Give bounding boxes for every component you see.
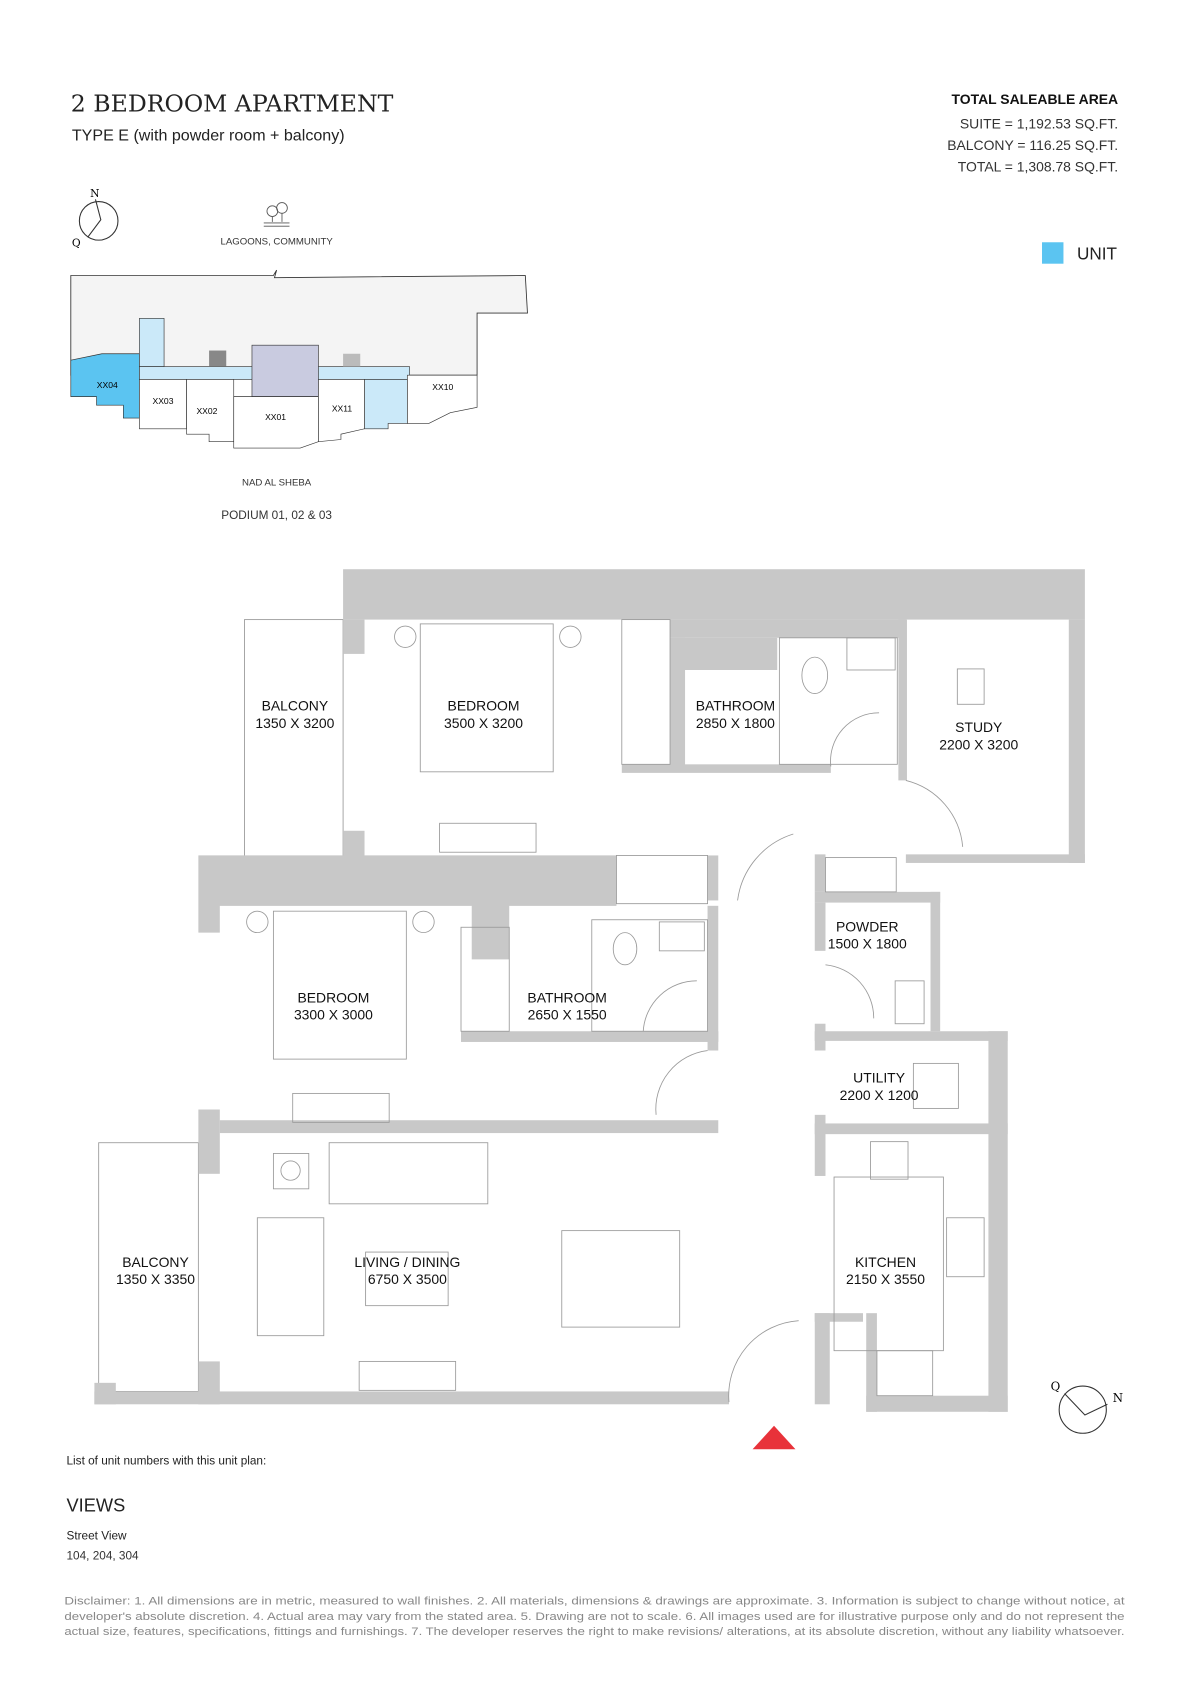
- room-balcony-1-dim: 1350 X 3200: [255, 715, 334, 731]
- room-bedroom-1-dim: 3500 X 3200: [444, 715, 523, 731]
- room-bedroom-2-name: BEDROOM: [297, 989, 369, 1005]
- lagoon-tree-icon: [263, 202, 290, 227]
- unit-xx04: XX04: [97, 380, 118, 390]
- key-plan-top-label: LAGOONS, COMMUNITY: [220, 236, 333, 247]
- page-title: 2 BEDROOM APARTMENT: [71, 89, 394, 117]
- room-bedroom-1-name: BEDROOM: [448, 698, 520, 714]
- unit-xx11: XX11: [332, 404, 353, 414]
- plan-compass-icon: Q N: [1051, 1379, 1123, 1434]
- unit-xx10: XX10: [432, 382, 453, 392]
- room-living-dim: 6750 X 3500: [368, 1271, 447, 1287]
- area-balcony: BALCONY = 116.25 SQ.FT.: [947, 137, 1118, 153]
- svg-text:Q: Q: [1051, 1379, 1061, 1393]
- room-study-name: STUDY: [955, 719, 1002, 735]
- disclaimer-line-1: Disclaimer: 1. All dimensions are in met…: [64, 1596, 1124, 1608]
- floor-plan: BALCONY 1350 X 3200 BEDROOM 3500 X 3200 …: [94, 569, 1085, 1412]
- key-plan-bottom-label: NAD AL SHEBA: [242, 478, 312, 489]
- disclaimer-line-3: actual size, features, specifications, f…: [64, 1626, 1124, 1638]
- room-bedroom-2-dim: 3300 X 3000: [294, 1006, 373, 1022]
- room-balcony-2-name: BALCONY: [122, 1254, 189, 1270]
- area-suite: SUITE = 1,192.53 SQ.FT.: [960, 116, 1118, 132]
- unit-list-intro: List of unit numbers with this unit plan…: [67, 1454, 267, 1467]
- room-bathroom-1-name: BATHROOM: [696, 698, 775, 714]
- view-name: Street View: [67, 1529, 128, 1542]
- room-powder-dim: 1500 X 1800: [828, 936, 907, 952]
- key-plan-caption: PODIUM 01, 02 & 03: [221, 509, 332, 522]
- view-units: 104, 204, 304: [67, 1550, 140, 1563]
- unit-xx01: XX01: [265, 412, 286, 422]
- room-living-name: LIVING / DINING: [354, 1254, 460, 1270]
- room-bathroom-2-name: BATHROOM: [527, 989, 606, 1005]
- unit-xx03: XX03: [153, 396, 174, 406]
- svg-text:N: N: [1113, 1391, 1123, 1405]
- views-heading: VIEWS: [67, 1495, 126, 1515]
- key-plan: XX04 XX03 XX02 XX01 XX11 XX10: [70, 269, 528, 449]
- room-powder-name: POWDER: [836, 919, 899, 935]
- room-balcony-2-dim: 1350 X 3350: [116, 1271, 195, 1287]
- entrance-marker-icon: [752, 1425, 796, 1450]
- room-bathroom-2-dim: 2650 X 1550: [528, 1006, 607, 1022]
- room-study-dim: 2200 X 3200: [939, 736, 1018, 752]
- page-subtitle: TYPE E (with powder room + balcony): [72, 126, 345, 144]
- unit-xx02: XX02: [196, 406, 217, 416]
- area-heading: TOTAL SALEABLE AREA: [952, 91, 1119, 107]
- room-kitchen-name: KITCHEN: [855, 1254, 916, 1270]
- room-utility-name: UTILITY: [853, 1070, 905, 1086]
- disclaimer-line-2: developer's absolute discretion. 4. Actu…: [64, 1611, 1124, 1623]
- unit-legend-swatch: [1042, 242, 1064, 264]
- svg-text:Q: Q: [72, 237, 81, 250]
- area-total: TOTAL = 1,308.78 SQ.FT.: [958, 159, 1118, 175]
- room-bathroom-1-dim: 2850 X 1800: [696, 715, 775, 731]
- room-kitchen-dim: 2150 X 3550: [846, 1271, 925, 1287]
- compass-icon: N Q: [72, 187, 119, 250]
- svg-text:N: N: [90, 187, 99, 200]
- unit-legend-label: UNIT: [1077, 243, 1118, 263]
- room-utility-dim: 2200 X 1200: [840, 1087, 919, 1103]
- room-balcony-1-name: BALCONY: [262, 698, 329, 714]
